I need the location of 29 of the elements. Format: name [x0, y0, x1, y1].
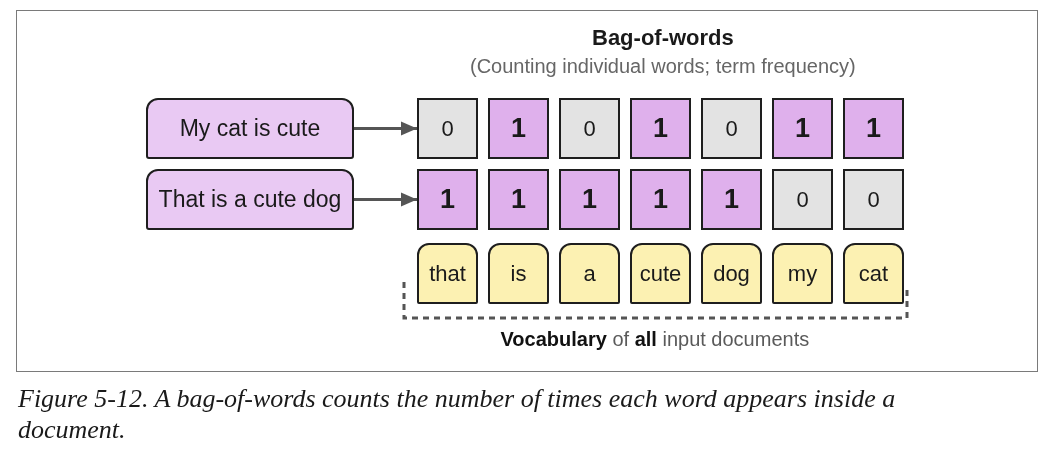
vocabulary-word-box: a	[559, 243, 620, 304]
document-box: My cat is cute	[146, 98, 354, 159]
count-cell: 0	[843, 169, 904, 230]
count-cell: 0	[417, 98, 478, 159]
count-cell: 1	[630, 169, 691, 230]
vocabulary-word-box: is	[488, 243, 549, 304]
figure-caption: Figure 5-12. A bag-of-words counts the number of times each word appears inside a document.	[18, 383, 897, 445]
count-cell: 0	[559, 98, 620, 159]
count-cell: 1	[417, 169, 478, 230]
count-cell: 1	[559, 169, 620, 230]
vocabulary-word-box: cute	[630, 243, 691, 304]
count-cell: 1	[843, 98, 904, 159]
count-cell: 0	[772, 169, 833, 230]
arrow	[354, 121, 417, 136]
count-cell: 1	[630, 98, 691, 159]
vocabulary-word-box: my	[772, 243, 833, 304]
count-cell: 1	[488, 98, 549, 159]
vocabulary-caption: Vocabulary of all input documents	[500, 328, 810, 351]
count-cell: 1	[772, 98, 833, 159]
vocabulary-word-box: that	[417, 243, 478, 304]
arrow	[354, 192, 417, 207]
document-box: That is a cute dog	[146, 169, 354, 230]
diagram-subtitle: (Counting individual words; term frequency)	[470, 55, 856, 78]
vocabulary-word-box: cat	[843, 243, 904, 304]
count-cell: 0	[701, 98, 762, 159]
vocabulary-word-box: dog	[701, 243, 762, 304]
count-cell: 1	[701, 169, 762, 230]
count-cell: 1	[488, 169, 549, 230]
diagram-title: Bag-of-words	[592, 25, 734, 51]
